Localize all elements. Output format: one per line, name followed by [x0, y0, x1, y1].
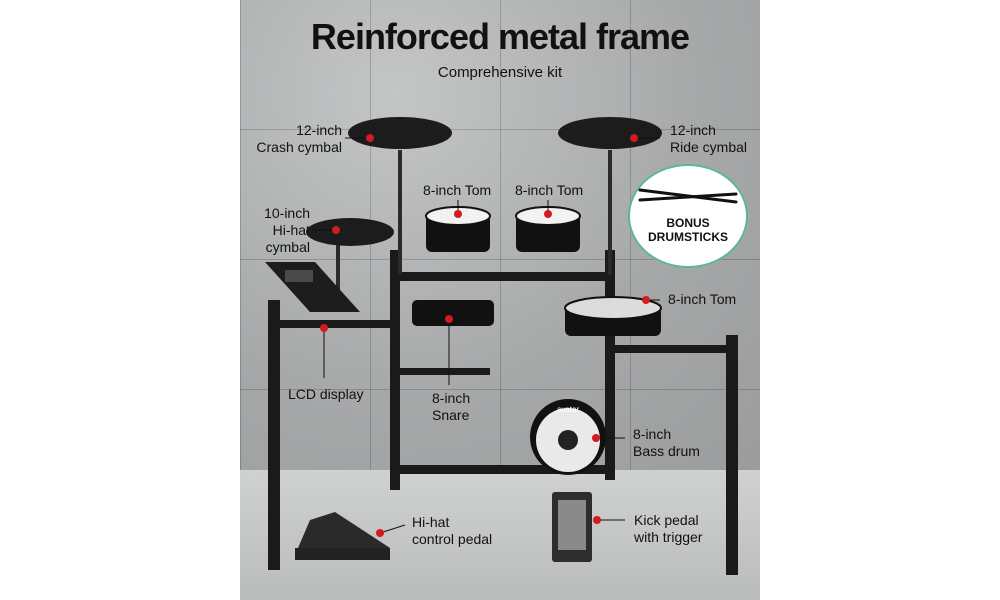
- label-tom-side: 8-inch Tom: [668, 291, 737, 307]
- snare-drum: [412, 300, 494, 326]
- callout-dot-crash: [366, 134, 374, 142]
- label-snare-size: 8-inch: [432, 390, 471, 406]
- callout-dot-kick: [593, 516, 601, 524]
- badge-line1: BONUS: [666, 216, 710, 230]
- hihat-pedal-base: [295, 548, 390, 560]
- bonus-drumsticks-badge: BONUS DRUMSTICKS: [628, 164, 748, 268]
- label-kick-line2: with trigger: [634, 529, 703, 545]
- callout-dot-snare: [445, 315, 453, 323]
- label-lcd-display: LCD display: [288, 386, 364, 402]
- label-tom-right: 8-inch Tom: [515, 182, 584, 198]
- bottom-rail: [390, 465, 615, 474]
- right-post: [726, 335, 738, 575]
- ride-stand: [608, 150, 612, 275]
- label-hihat-type: cymbal: [265, 239, 310, 255]
- label-kick-pedal: Kick pedal with trigger: [634, 512, 702, 546]
- callout-dot-tom-right: [544, 210, 552, 218]
- crash-stand: [398, 150, 402, 275]
- leader-hihat-pedal: [379, 524, 406, 534]
- callout-dot-lcd: [320, 324, 328, 332]
- label-kick-line1: Kick pedal: [634, 512, 699, 528]
- label-ride-cymbal: 12-inch Ride cymbal: [670, 122, 747, 156]
- label-hihat-pedal-line1: Hi-hat: [412, 514, 450, 530]
- label-hihat-name: Hi-hat: [272, 222, 310, 238]
- label-snare: 8-inch Snare: [432, 390, 470, 424]
- badge-text: BONUS DRUMSTICKS: [630, 216, 746, 244]
- label-ride-size: 12-inch: [670, 122, 716, 138]
- label-hihat-pedal: Hi-hat control pedal: [412, 514, 492, 548]
- bass-beater: [558, 430, 578, 450]
- callout-dot-hihat: [332, 226, 340, 234]
- brand-logo: avatar: [557, 405, 580, 414]
- callout-dot-ride: [630, 134, 638, 142]
- snare-arm: [400, 368, 490, 375]
- crash-cymbal: [348, 117, 452, 149]
- top-rail: [390, 272, 615, 281]
- label-hihat-size: 10-inch: [264, 205, 310, 221]
- product-panel: Reinforced metal frame Comprehensive kit: [240, 0, 760, 600]
- right-arm: [610, 345, 730, 353]
- label-hihat-pedal-line2: control pedal: [412, 531, 493, 547]
- tom-side-head: [564, 296, 662, 320]
- badge-line2: DRUMSTICKS: [648, 230, 728, 244]
- kick-pedal-plate: [558, 500, 586, 550]
- label-ride-name: Ride cymbal: [670, 139, 748, 155]
- hihat-stand: [336, 240, 340, 310]
- drumsticks-icon: [638, 188, 738, 204]
- hihat-cymbal: [306, 218, 394, 246]
- label-bass-drum: 8-inch Bass drum: [633, 426, 700, 460]
- label-bass-name: Bass drum: [633, 443, 700, 459]
- page-subtitle: Comprehensive kit: [437, 64, 563, 81]
- label-hihat-cymbal: 10-inch Hi-hat cymbal: [264, 205, 310, 256]
- label-crash-cymbal: 12-inch Crash cymbal: [256, 122, 342, 156]
- page-title: Reinforced metal frame: [310, 16, 690, 57]
- ride-cymbal: [558, 117, 662, 149]
- label-crash-name: Crash cymbal: [256, 139, 342, 155]
- callout-dot-tom-side: [642, 296, 650, 304]
- left-post: [268, 300, 280, 570]
- hihat-pedal-top: [298, 512, 390, 548]
- callout-dot-hihat-pedal: [376, 529, 384, 537]
- callout-dot-tom-left: [454, 210, 462, 218]
- left-arm: [280, 320, 395, 328]
- label-bass-size: 8-inch: [633, 426, 672, 442]
- label-snare-name: Snare: [432, 407, 470, 423]
- callout-dot-bass: [592, 434, 600, 442]
- label-tom-left: 8-inch Tom: [423, 182, 492, 198]
- center-right-post: [605, 250, 615, 480]
- label-crash-size: 12-inch: [296, 122, 342, 138]
- drum-kit-illustration: avatar: [265, 117, 738, 575]
- center-left-post: [390, 250, 400, 490]
- lcd-screen: [285, 270, 313, 282]
